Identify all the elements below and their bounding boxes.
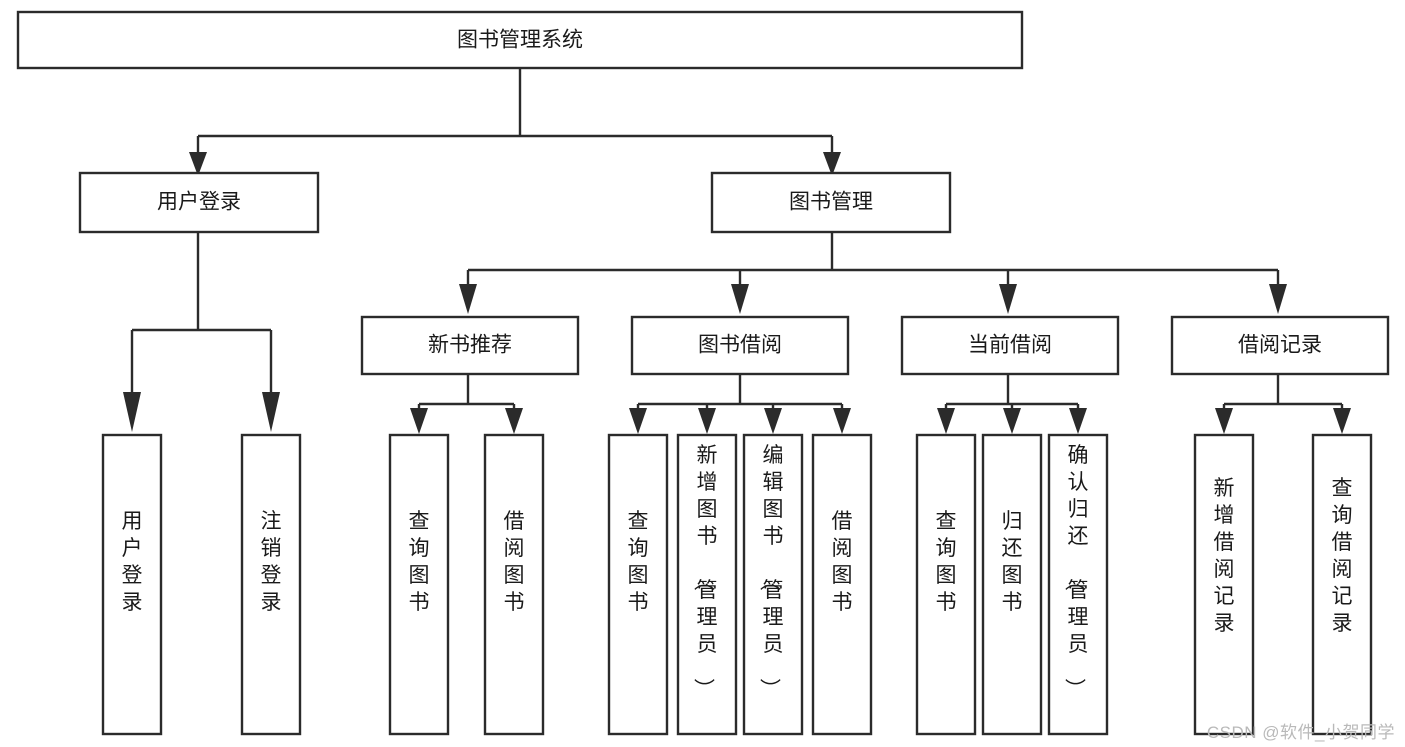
connector-root-to-level1 — [189, 68, 841, 176]
node-book-borrow-label: 图书借阅 — [698, 334, 782, 357]
connector-bookmanage-to-level2 — [459, 232, 1287, 314]
connector-currentborrow-to-leaves — [937, 374, 1087, 434]
node-leaf-return-book-label: 归还图书 — [1002, 510, 1023, 614]
node-new-book-recommend[interactable]: 新书推荐 — [360, 315, 580, 376]
node-leaf-add-book-label: 新增图书（管理员） — [692, 444, 718, 699]
csdn-watermark: CSDN @软件_小贺同学 — [1206, 723, 1395, 742]
node-book-manage-label: 图书管理 — [789, 191, 873, 214]
node-current-borrow-label: 当前借阅 — [968, 334, 1052, 357]
node-root[interactable]: 图书管理系统 — [16, 10, 1024, 70]
node-leaf-confirm-return-label: 确认归还（管理员） — [1063, 444, 1089, 699]
node-leaf-edit-book-label: 编辑图书（管理员） — [758, 444, 784, 699]
node-leaf-confirm-return[interactable]: 确认归还（管理员） — [1047, 433, 1109, 736]
node-leaf-query-record[interactable]: 查询借阅记录 — [1311, 433, 1373, 736]
node-book-manage[interactable]: 图书管理 — [710, 171, 952, 234]
node-leaf-borrow-book-2[interactable]: 借阅图书 — [811, 433, 873, 736]
node-leaf-borrow-book-1[interactable]: 借阅图书 — [483, 433, 545, 736]
node-borrow-record[interactable]: 借阅记录 — [1170, 315, 1390, 376]
node-leaf-query-book-1-label: 查询图书 — [409, 510, 430, 614]
node-leaf-user-login-label: 用户登录 — [122, 510, 143, 614]
node-leaf-user-logout[interactable]: 注销登录 — [240, 433, 302, 736]
node-user-login[interactable]: 用户登录 — [78, 171, 320, 234]
node-leaf-query-book-2-label: 查询图书 — [628, 510, 649, 614]
node-borrow-record-label: 借阅记录 — [1238, 334, 1322, 357]
node-leaf-borrow-book-1-label: 借阅图书 — [504, 510, 525, 614]
node-leaf-query-book-3[interactable]: 查询图书 — [915, 433, 977, 736]
node-leaf-query-book-2[interactable]: 查询图书 — [607, 433, 669, 736]
node-leaf-query-record-label: 查询借阅记录 — [1332, 477, 1353, 635]
node-leaf-add-record-label: 新增借阅记录 — [1214, 477, 1235, 635]
node-leaf-return-book[interactable]: 归还图书 — [981, 433, 1043, 736]
node-book-borrow[interactable]: 图书借阅 — [630, 315, 850, 376]
node-leaf-borrow-book-2-label: 借阅图书 — [832, 510, 853, 614]
node-leaf-user-logout-label: 注销登录 — [261, 510, 282, 614]
node-leaf-query-book-1[interactable]: 查询图书 — [388, 433, 450, 736]
node-root-label: 图书管理系统 — [457, 29, 583, 52]
connector-bookborrow-to-leaves — [629, 374, 851, 434]
node-user-login-label: 用户登录 — [157, 191, 241, 214]
node-leaf-add-book[interactable]: 新增图书（管理员） — [676, 433, 738, 736]
connector-userlogin-to-leaves — [123, 232, 280, 432]
node-leaf-user-login[interactable]: 用户登录 — [101, 433, 163, 736]
node-leaf-add-record[interactable]: 新增借阅记录 — [1193, 433, 1255, 736]
connector-borrowrecord-to-leaves — [1215, 374, 1351, 434]
connector-newbook-to-leaves — [410, 374, 523, 434]
node-current-borrow[interactable]: 当前借阅 — [900, 315, 1120, 376]
node-leaf-query-book-3-label: 查询图书 — [936, 510, 957, 614]
node-leaf-edit-book[interactable]: 编辑图书（管理员） — [742, 433, 804, 736]
node-new-book-recommend-label: 新书推荐 — [428, 334, 512, 357]
